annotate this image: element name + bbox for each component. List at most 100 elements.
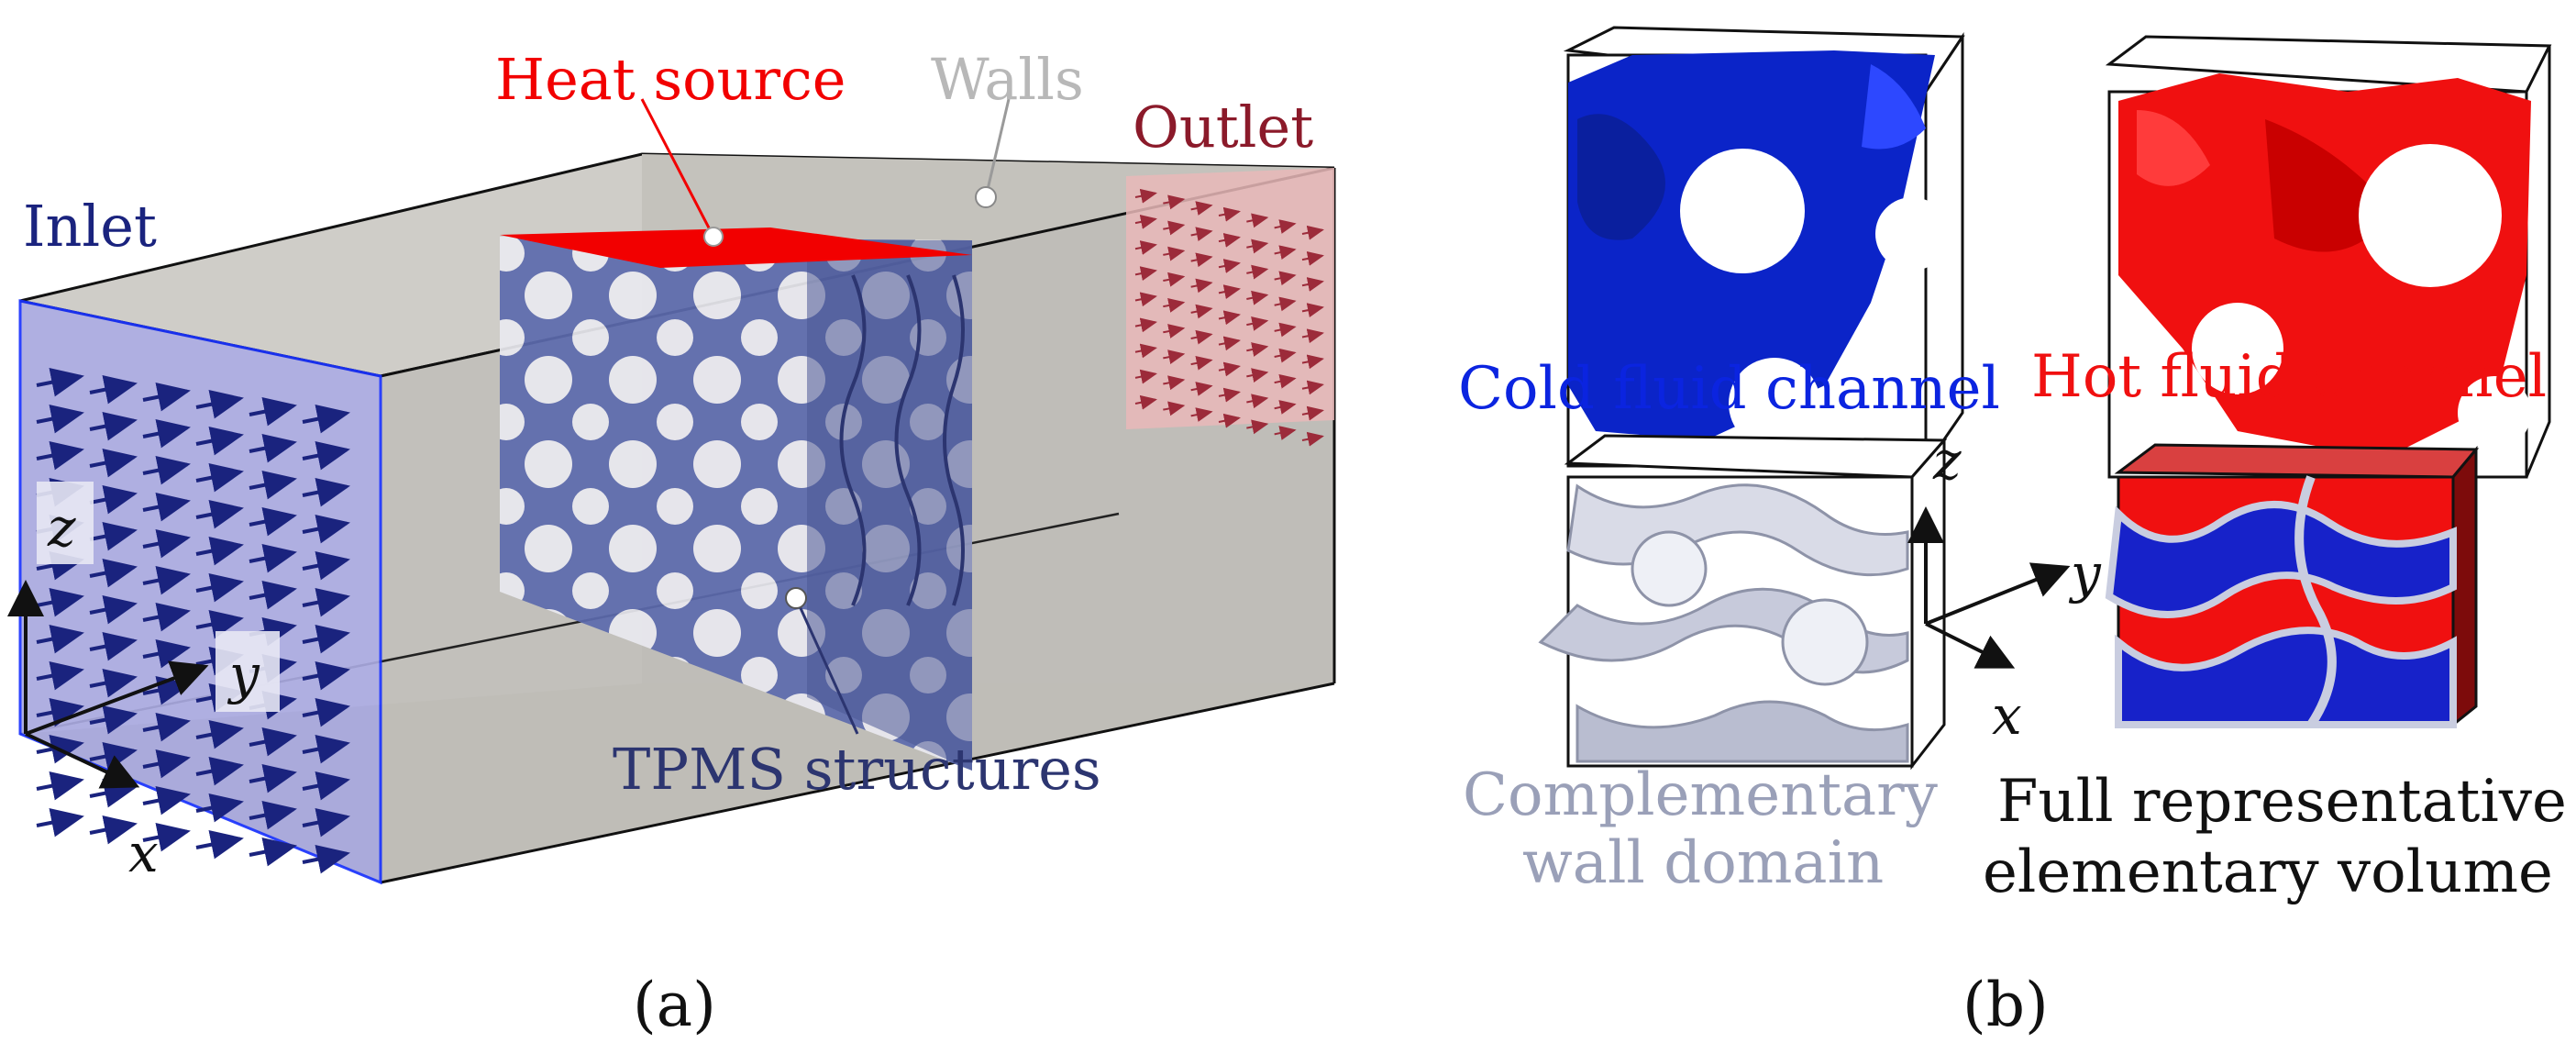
walls-dot: [975, 186, 997, 208]
flow-arrow: [36, 697, 84, 727]
flow-arrow: [1134, 188, 1157, 204]
flow-arrow: [1163, 194, 1186, 210]
flow-arrow: [1190, 252, 1213, 268]
tpms-wave: [839, 274, 867, 606]
panel-a: z y x Heat source Walls Outlet Inlet TPM…: [6, 46, 1336, 1040]
flow-arrow: [195, 719, 244, 749]
flow-arrow: [36, 771, 84, 801]
flow-arrow: [195, 389, 244, 419]
inlet-face: [18, 299, 382, 885]
walls-label: Walls: [931, 46, 1084, 113]
flow-arrow: [36, 660, 84, 691]
flow-arrow: [142, 492, 191, 522]
flow-arrow: [1134, 215, 1157, 229]
heat-source-leader: [640, 98, 715, 238]
flow-arrow: [1218, 284, 1241, 299]
flow-arrow: [1134, 343, 1157, 359]
flow-arrow: [249, 433, 297, 463]
flow-arrow: [1301, 251, 1324, 266]
flow-arrow: [1246, 239, 1269, 254]
flow-arrow: [142, 749, 191, 779]
flow-arrow: [1134, 317, 1157, 333]
flow-arrow: [249, 800, 297, 830]
flow-arrow: [89, 411, 138, 441]
flow-arrow: [1163, 272, 1186, 287]
flow-arrow: [249, 580, 297, 610]
flow-arrow: [142, 638, 191, 669]
flow-arrow: [249, 506, 297, 537]
tpms-block: [500, 237, 972, 771]
flow-arrow: [1218, 259, 1241, 273]
flow-arrow: [1163, 246, 1186, 261]
walls-leader: [984, 98, 1011, 198]
flow-arrow: [195, 499, 244, 529]
caption-b: (b): [1962, 970, 2049, 1040]
flow-arrow: [1218, 413, 1241, 428]
flow-arrow: [249, 543, 297, 573]
flow-arrow: [1163, 349, 1186, 364]
flow-arrow: [302, 844, 350, 874]
flow-arrow: [1274, 348, 1297, 363]
flow-arrow: [302, 734, 350, 764]
flow-arrow: [195, 609, 244, 639]
outlet-face: [1126, 168, 1334, 447]
full-rev-label-1: Full representative: [1997, 768, 2567, 836]
flow-arrow: [195, 756, 244, 786]
flow-arrow: [1218, 206, 1241, 222]
flow-arrow: [1163, 220, 1186, 236]
tpms-label: TPMS structures: [613, 736, 1101, 803]
flow-arrow: [249, 396, 297, 427]
flow-arrow: [36, 367, 84, 397]
axis-z-label-b: z: [1932, 429, 1962, 492]
axis-y-label-b: y: [2068, 542, 2102, 605]
flow-arrow: [302, 807, 350, 838]
flow-arrow: [89, 815, 138, 845]
flow-arrow: [142, 382, 191, 412]
flow-arrow: [142, 455, 191, 485]
full-rev-label-2: elementary volume: [1983, 838, 2553, 906]
flow-arrow: [1274, 271, 1297, 286]
cold-channel-label: Cold fluid channel: [1458, 355, 2000, 423]
flow-arrow: [302, 440, 350, 471]
flow-arrow: [142, 565, 191, 595]
flow-arrow: [36, 440, 84, 471]
flow-arrow: [249, 470, 297, 500]
flow-arrow: [1163, 298, 1186, 313]
flow-arrow: [302, 477, 350, 507]
flow-arrow: [1274, 373, 1297, 389]
tpms-wave: [894, 274, 922, 606]
inlet-label: Inlet: [23, 193, 157, 260]
flow-arrow: [36, 404, 84, 434]
flow-arrow: [1190, 382, 1213, 396]
flow-arrow: [1246, 290, 1269, 305]
flow-arrow: [1274, 426, 1297, 440]
flow-arrow: [195, 793, 244, 823]
flow-arrow: [89, 668, 138, 698]
hot-channel-cube: [2105, 35, 2552, 479]
flow-arrow: [1190, 329, 1213, 345]
axes-a: z y x: [6, 482, 280, 884]
flow-arrow: [195, 426, 244, 456]
flow-arrow: [1190, 304, 1213, 319]
duct-edge: [380, 682, 1335, 884]
flow-arrow: [1301, 277, 1324, 292]
flow-arrow: [142, 822, 191, 852]
flow-arrow: [1218, 233, 1241, 248]
flow-arrow: [1274, 400, 1297, 415]
wall-domain-label-1: Complementary: [1463, 761, 1938, 829]
wall-domain-cube: [1538, 434, 1948, 771]
flow-arrow: [302, 550, 350, 581]
flow-arrow: [1301, 225, 1324, 240]
axis-y-label: y: [227, 643, 260, 705]
flow-arrow: [36, 807, 84, 838]
flow-arrow: [302, 660, 350, 691]
flow-arrow: [1134, 369, 1157, 384]
flow-arrow: [1218, 310, 1241, 326]
flow-arrow: [142, 712, 191, 742]
flow-arrow: [89, 374, 138, 405]
flow-arrow: [1190, 355, 1213, 371]
flow-arrow: [249, 837, 297, 867]
flow-arrow: [1190, 227, 1213, 242]
flow-arrow: [1301, 354, 1324, 370]
tpms-leader: [794, 597, 859, 735]
